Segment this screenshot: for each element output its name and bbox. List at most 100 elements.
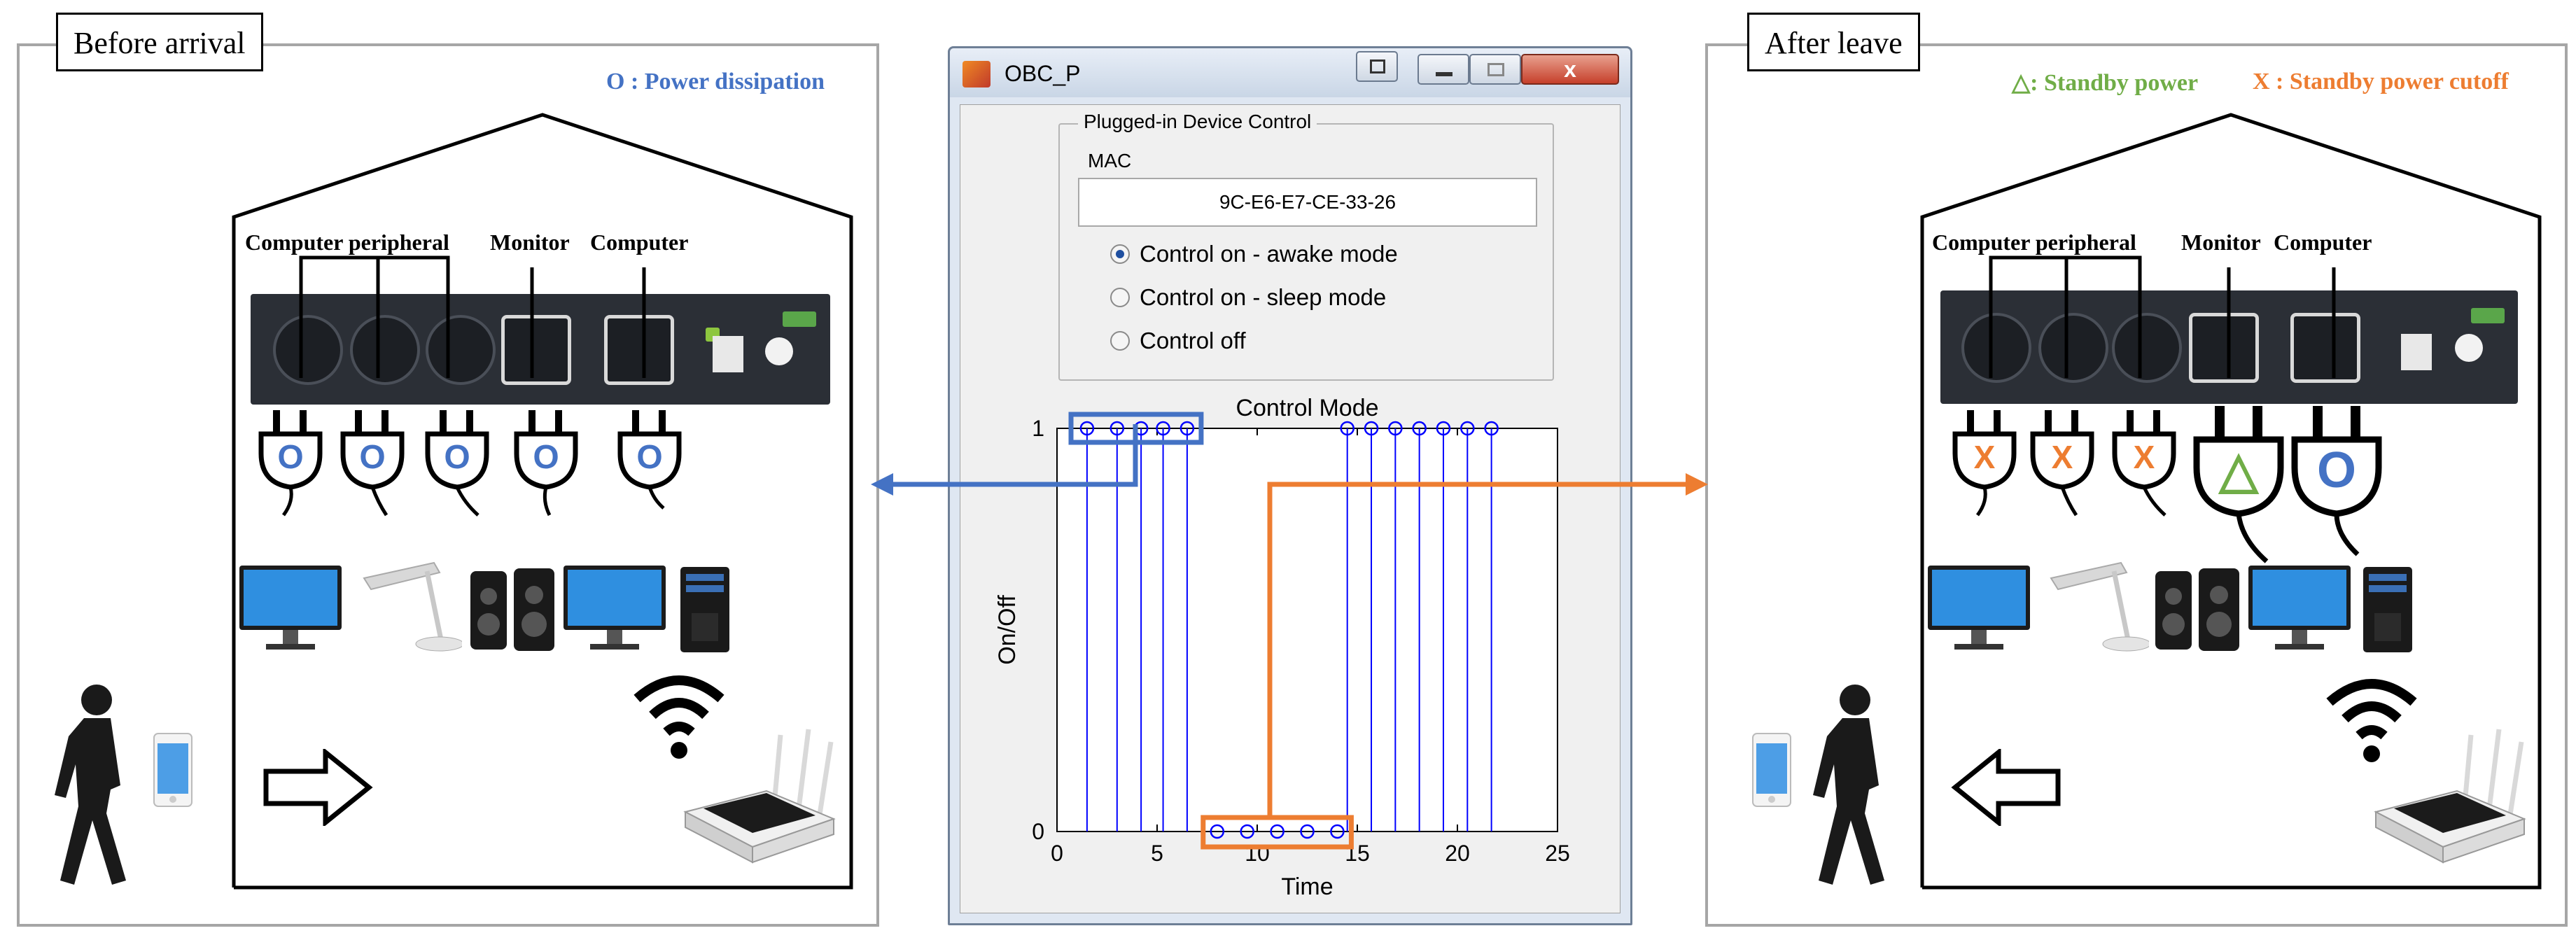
peripheral-label-left: Computer peripheral	[245, 230, 449, 255]
socket-1	[273, 315, 343, 385]
computer-tower-icon-right	[2363, 567, 2412, 652]
plug-mark-right-2: X	[2051, 439, 2073, 475]
peripheral-label-right: Computer peripheral	[1932, 230, 2136, 255]
socket-3	[426, 315, 496, 385]
window-titlebar[interactable]: OBC_P x	[950, 48, 1630, 97]
stem-marker	[1240, 824, 1254, 839]
x-tick-label: 10	[1245, 841, 1270, 866]
monitor-icon-left-2	[564, 566, 666, 650]
chart-title: Control Mode	[1236, 395, 1378, 421]
computer-label-right: Computer	[2274, 230, 2372, 255]
plug-icon-right-5	[2291, 406, 2382, 556]
x-tick-label: 25	[1545, 841, 1570, 866]
plug-icon-right-3	[2112, 410, 2176, 517]
plug-icon-left-2	[340, 410, 405, 517]
router-icon-right	[2374, 729, 2526, 864]
socket-2	[350, 315, 420, 385]
brand-logo-right	[2471, 308, 2505, 323]
plug-mark-right-4: △	[2219, 442, 2258, 498]
option-off-label: Control off	[1140, 328, 1246, 353]
minimize-icon	[1436, 72, 1452, 76]
plug-mark-left-2: O	[359, 439, 386, 476]
option-sleep-mode[interactable]: Control on - sleep mode	[1110, 284, 1386, 311]
mac-field[interactable]: 9C-E6-E7-CE-33-26	[1078, 178, 1537, 227]
mac-label: MAC	[1088, 150, 1132, 171]
plug-icon-left-3	[425, 410, 489, 517]
wifi-icon-right	[2326, 679, 2417, 762]
socket-4	[501, 315, 571, 385]
monitor-icon-right-2	[2248, 566, 2351, 650]
restore-button[interactable]	[1356, 51, 1398, 82]
plug-wires-right	[1989, 255, 2336, 378]
after-leave-tag: After leave	[1747, 13, 1920, 71]
maximize-button[interactable]	[1469, 54, 1521, 85]
minimize-button[interactable]	[1418, 54, 1469, 85]
close-button[interactable]: x	[1521, 54, 1619, 85]
plug-icon-right-2	[2030, 410, 2094, 517]
plug-mark-left-5: O	[636, 439, 663, 476]
close-icon: x	[1564, 57, 1576, 82]
qr-label-icon-right	[2401, 334, 2432, 370]
monitor-icon-left-1	[239, 566, 342, 650]
person-walking-icon-left	[55, 685, 126, 885]
power-button-icon	[765, 337, 793, 365]
qr-label-icon	[713, 336, 743, 372]
blue-arrow-connector	[871, 424, 1138, 496]
arrow-left-icon	[1951, 749, 2061, 826]
monitor-icon-right-1	[1928, 566, 2030, 650]
y-axis-label: On/Off	[994, 595, 1021, 665]
plug-icon-right-4	[2193, 406, 2284, 563]
plug-icon-left-1	[258, 410, 323, 517]
socket-r4	[2189, 313, 2259, 383]
stem-marker	[1110, 421, 1125, 436]
radio-sleep-icon[interactable]	[1110, 288, 1130, 307]
x-tick-label: 5	[1151, 841, 1163, 866]
monitor-label-left: Monitor	[490, 230, 570, 255]
monitor-label-right: Monitor	[2181, 230, 2261, 255]
stem-marker	[1300, 824, 1315, 839]
matlab-logo-icon	[962, 61, 990, 87]
socket-r1	[1961, 313, 2031, 383]
stem-marker	[1330, 824, 1345, 839]
speakers-icon-left	[470, 568, 554, 651]
before-arrival-tag: Before arrival	[56, 13, 263, 71]
speakers-icon-right	[2155, 568, 2239, 651]
off-highlight-box	[1200, 815, 1354, 850]
stem-marker	[1270, 824, 1284, 839]
stem-marker	[1079, 421, 1095, 436]
option-awake-mode[interactable]: Control on - awake mode	[1110, 241, 1398, 267]
orange-arrow-connector	[1267, 473, 1708, 818]
desk-lamp-icon	[363, 561, 462, 652]
arrow-right-icon	[263, 749, 373, 826]
y-tick-label: 1	[1032, 416, 1044, 441]
maximize-icon	[1488, 63, 1504, 76]
x-axis-label: Time	[1281, 874, 1333, 900]
stem-marker	[1340, 421, 1354, 436]
stem-marker	[1436, 421, 1451, 436]
house-outline-right	[1920, 113, 2542, 890]
plug-mark-left-4: O	[533, 439, 559, 476]
plug-mark-right-1: X	[1973, 439, 1996, 475]
computer-label-left: Computer	[590, 230, 689, 255]
plug-mark-left-1: O	[277, 439, 304, 476]
option-control-off[interactable]: Control off	[1110, 328, 1246, 354]
wifi-icon-left	[634, 675, 724, 759]
plug-wires-left	[299, 255, 646, 378]
radio-off-icon[interactable]	[1110, 331, 1130, 351]
standby-power-legend: △: Standby power	[2012, 70, 2199, 96]
plug-mark-right-5: O	[2316, 442, 2356, 498]
brand-logo	[783, 311, 816, 327]
computer-tower-icon-left	[680, 567, 729, 652]
y-tick-label: 0	[1032, 819, 1044, 844]
plug-icon-right-1	[1952, 410, 2017, 517]
socket-5	[604, 315, 674, 385]
stem-marker	[1412, 421, 1427, 436]
house-outline-left	[232, 113, 853, 890]
radio-awake-icon[interactable]	[1110, 244, 1130, 264]
smartphone-icon-right	[1752, 733, 1791, 807]
power-dissipation-legend: O : Power dissipation	[606, 69, 825, 94]
person-walking-icon-right	[1813, 685, 1884, 885]
plug-mark-right-3: X	[2133, 439, 2155, 475]
restore-icon	[1370, 59, 1385, 73]
